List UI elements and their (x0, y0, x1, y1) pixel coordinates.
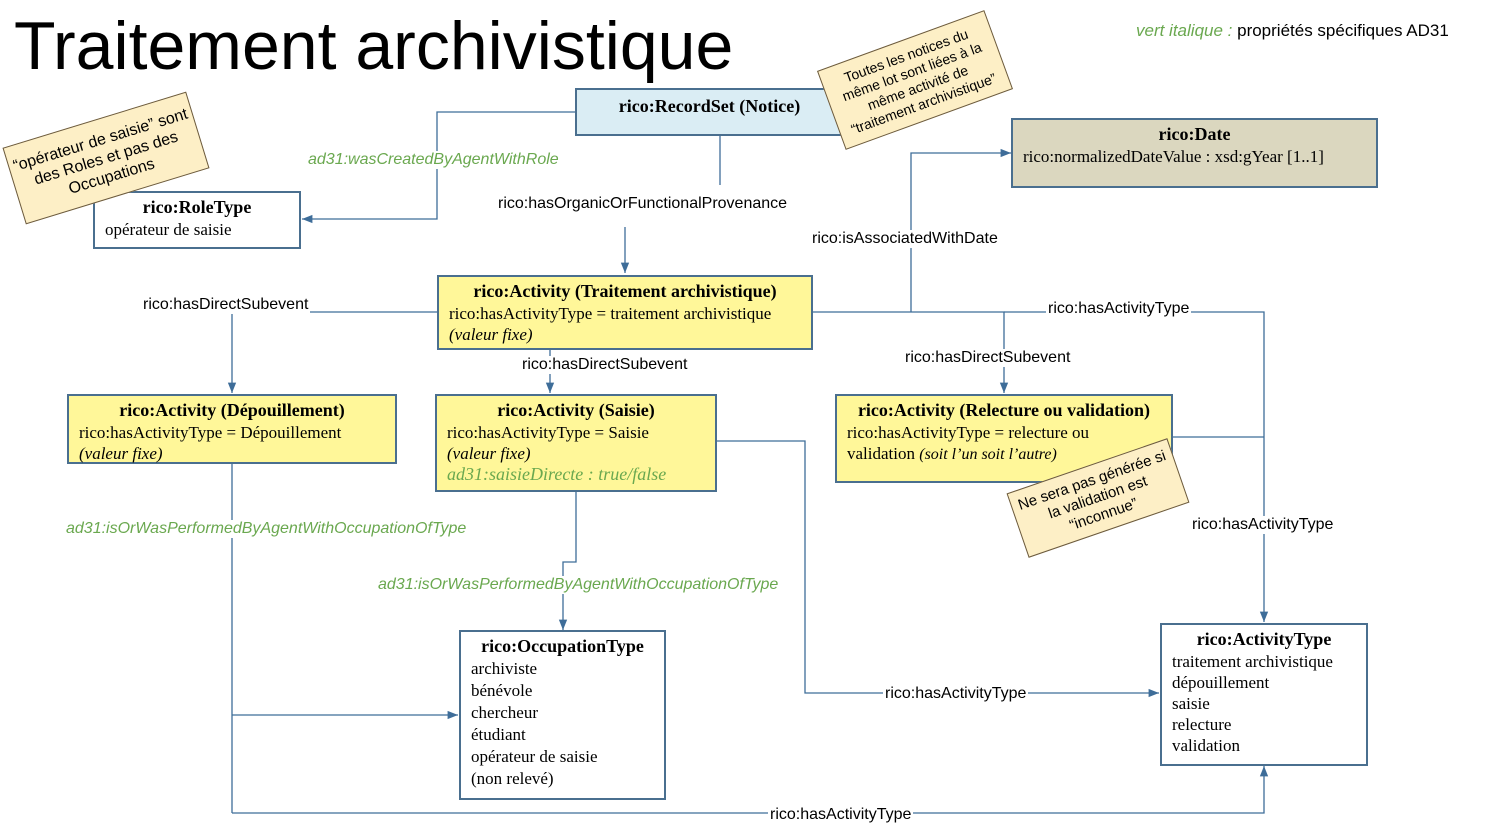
edge-label-performed-left: ad31:isOrWasPerformedByAgentWithOccupati… (64, 520, 469, 538)
saisie-directe: ad31:saisieDirecte : true/false (447, 464, 667, 484)
edge-label-subevent-right: rico:hasDirectSubevent (903, 349, 1073, 367)
legend: vert italique : propriétés spécifiques A… (1136, 21, 1449, 41)
edge-label-subevent-mid: rico:hasDirectSubevent (520, 356, 690, 374)
saisie-type: rico:hasActivityType = Saisie (447, 423, 649, 442)
edge-performed-mid (558, 492, 577, 630)
activitytype-traitement: traitement archivistique (1172, 652, 1333, 671)
activitytype-validation: validation (1172, 736, 1240, 755)
roletype-box: rico:RoleType opérateur de saisie (93, 191, 301, 249)
activitytype-title: rico:ActivityType (1196, 629, 1332, 649)
date-title: rico:Date (1158, 124, 1231, 144)
occupation-chercheur: chercheur (471, 703, 539, 722)
date-property: rico:normalizedDateValue : xsd:gYear [1.… (1023, 147, 1324, 166)
relecture-either: (soit l’un soit l’autre) (919, 446, 1057, 463)
occupation-archiviste: archiviste (471, 659, 538, 678)
edge-label-activitytype-top: rico:hasActivityType (1046, 300, 1192, 318)
edge-label-activitytype-bottom: rico:hasActivityType (768, 806, 914, 824)
recordset-title: rico:RecordSet (Notice) (618, 96, 801, 116)
occupationtype-box: rico:OccupationType archiviste bénévole … (459, 630, 666, 800)
edge-activitytype-bottom (232, 766, 1269, 814)
edge-label-isassociatedwithdate: rico:isAssociatedWithDate (810, 230, 1000, 248)
recordset-box: rico:RecordSet (Notice) (575, 88, 844, 136)
activitytype-saisie: saisie (1172, 694, 1210, 713)
depouillement-type: rico:hasActivityType = Dépouillement (79, 423, 342, 442)
activitytype-depouillement: dépouillement (1172, 673, 1270, 692)
edge-label-performed-mid: ad31:isOrWasPerformedByAgentWithOccupati… (376, 576, 781, 594)
date-box: rico:Date rico:normalizedDateValue : xsd… (1011, 118, 1378, 188)
legend-green-part: vert italique : (1136, 21, 1238, 40)
relecture-box: rico:Activity (Relecture ou validation) … (835, 394, 1173, 483)
activitytype-box: rico:ActivityType traitement archivistiq… (1160, 623, 1368, 766)
activity-main-fixed: (valeur fixe) (449, 325, 533, 344)
edge-isassociatedwithdate (910, 148, 1011, 312)
activity-main-box: rico:Activity (Traitement archivistique)… (437, 275, 813, 350)
occupation-non-releve: (non relevé) (471, 769, 554, 788)
edge-subevent-left (227, 311, 437, 393)
relecture-type-cont: validation (soit l’un soit l’autre) (847, 443, 1161, 465)
roletype-title: rico:RoleType (142, 197, 252, 217)
saisie-title: rico:Activity (Saisie) (497, 400, 655, 420)
occupation-operateur: opérateur de saisie (471, 747, 598, 766)
legend-text: propriétés spécifiques AD31 (1237, 21, 1449, 40)
edge-label-wascreatedby: ad31:wasCreatedByAgentWithRole (306, 151, 561, 169)
saisie-box: rico:Activity (Saisie) rico:hasActivityT… (435, 394, 717, 492)
edge-label-subevent-left: rico:hasDirectSubevent (141, 296, 311, 314)
relecture-type: rico:hasActivityType = relecture ou (847, 423, 1090, 442)
depouillement-box: rico:Activity (Dépouillement) rico:hasAc… (67, 394, 397, 464)
activity-main-title: rico:Activity (Traitement archivistique) (473, 281, 777, 301)
occupationtype-title: rico:OccupationType (481, 636, 644, 656)
occupation-etudiant: étudiant (471, 725, 526, 744)
edge-label-activitytype-right: rico:hasActivityType (1190, 516, 1336, 534)
depouillement-title: rico:Activity (Dépouillement) (119, 400, 345, 420)
relecture-validation: validation (847, 444, 920, 463)
roletype-value: opérateur de saisie (105, 220, 232, 239)
edge-label-activitytype-mid: rico:hasActivityType (883, 685, 1029, 703)
page-title: Traitement archivistique (14, 8, 734, 84)
occupation-benevole: bénévole (471, 681, 533, 700)
relecture-title: rico:Activity (Relecture ou validation) (857, 400, 1151, 420)
activity-main-type: rico:hasActivityType = traitement archiv… (449, 304, 772, 323)
saisie-fixed: (valeur fixe) (447, 444, 531, 463)
depouillement-fixed: (valeur fixe) (79, 444, 163, 463)
activitytype-relecture: relecture (1172, 715, 1232, 734)
edge-label-provenance: rico:hasOrganicOrFunctionalProvenance (496, 195, 790, 213)
